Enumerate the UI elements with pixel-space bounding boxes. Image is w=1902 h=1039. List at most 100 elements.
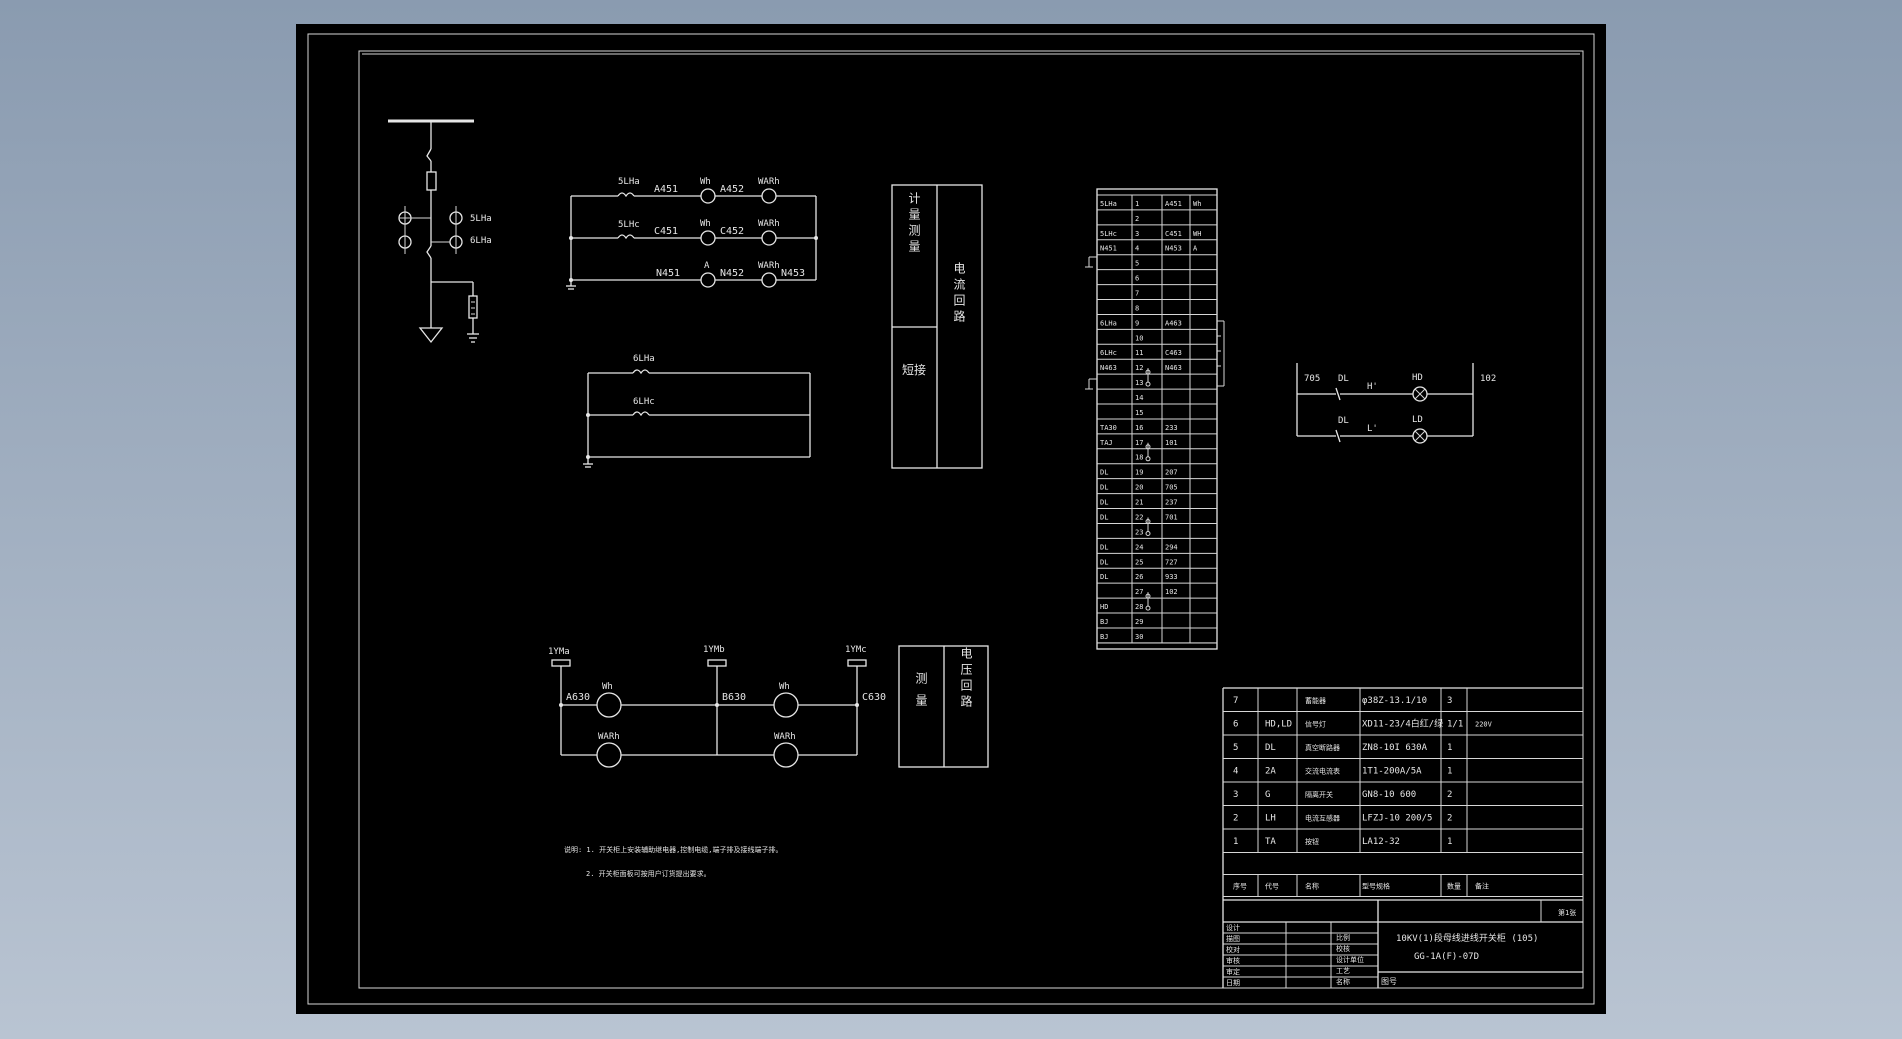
inner-frame <box>358 50 1584 989</box>
terminal-cell: 933 <box>1165 573 1178 581</box>
bom-cell: TA <box>1265 837 1276 847</box>
title-block-label: 描图 <box>1226 934 1240 943</box>
bom-row: 7 蓄能器 φ38Z-13.1/10 3 <box>1233 696 1452 706</box>
terminal-cell: 5 <box>1135 260 1139 268</box>
terminal-cell: DL <box>1100 499 1108 507</box>
bus-1ymc: 1YMc <box>845 645 867 655</box>
bom-cell: 7 <box>1233 696 1238 706</box>
terminal-cell: 28 <box>1135 603 1143 611</box>
terminal-row: 23 <box>1135 528 1143 536</box>
sheet-number: 第1张 <box>1558 908 1576 917</box>
wire-a451: A451 <box>654 184 678 195</box>
terminal-cell: A <box>1193 245 1198 253</box>
bom-cell: 1 <box>1233 837 1238 847</box>
terminal-row: 14 <box>1135 394 1143 402</box>
terminal-cell: DL <box>1100 469 1108 477</box>
note-line-1: 说明: 1. 开关柜上安装辅助继电器,控制电缆,端子排及接线端子排。 <box>564 845 783 854</box>
title-block-label: 比例 <box>1336 933 1350 942</box>
bom-cell: 型号规格 <box>1362 882 1390 891</box>
terminal-row: 7 <box>1135 290 1139 298</box>
bom-cell: φ38Z-13.1/10 <box>1362 696 1427 706</box>
one-line-diagram: 5LHa 6LHa <box>388 119 492 344</box>
voltage-circuit: 1YMa 1YMb 1YMc A630 B630 C630 Wh Wh WARh… <box>548 645 886 768</box>
terminal-cell: WH <box>1193 230 1201 238</box>
bom-cell: 1 <box>1447 766 1452 776</box>
meter-warh-2: WARh <box>758 219 780 229</box>
terminal-cell: TAJ <box>1100 439 1113 447</box>
bom-cell: 1/1 <box>1447 719 1463 729</box>
bom-cell: 2A <box>1265 766 1276 776</box>
terminal-row: 5 <box>1135 260 1139 268</box>
wire-102: 102 <box>1480 374 1496 384</box>
wire-a630: A630 <box>566 692 590 703</box>
bom-cell: 3 <box>1447 696 1452 706</box>
panel-title-voltage: 电压回路 <box>959 647 973 711</box>
terminal-row: DL 26 933 <box>1100 573 1178 581</box>
terminal-cell: 18 <box>1135 454 1143 462</box>
terminal-cell: 207 <box>1165 469 1178 477</box>
bom-cell: HD,LD <box>1265 719 1292 729</box>
terminal-cell: 7 <box>1135 290 1139 298</box>
terminal-cell: 27 <box>1135 588 1143 596</box>
wire-b630: B630 <box>722 692 746 703</box>
terminal-cell: 233 <box>1165 424 1178 432</box>
terminal-cell: 6LHa <box>1100 319 1117 327</box>
ct-label-6lha: 6LHa <box>633 354 655 364</box>
terminal-cell: 4 <box>1135 245 1139 253</box>
terminal-cell: C463 <box>1165 349 1182 357</box>
terminal-cell: DL <box>1100 573 1108 581</box>
bom-cell: LH <box>1265 813 1276 823</box>
wire-n453: N453 <box>781 268 805 279</box>
terminal-row: 6 <box>1135 275 1139 283</box>
mark-l: L' <box>1367 424 1378 434</box>
protection-ct-circuit: 6LHa 6LHc <box>583 354 811 468</box>
drawing-no-label: 图号 <box>1381 977 1397 986</box>
terminal-cell: TA30 <box>1100 424 1117 432</box>
vmeter-wh-1: Wh <box>602 682 613 692</box>
title-block-label: 校对 <box>1226 945 1240 954</box>
panel-title-current: 电流回路 <box>952 262 966 326</box>
bom-cell: 4 <box>1233 766 1238 776</box>
terminal-cell: 30 <box>1135 633 1143 641</box>
title-block-label: 设计单位 <box>1336 955 1364 964</box>
terminal-row: 27 102 <box>1135 588 1178 596</box>
bom-cell: 序号 <box>1233 882 1247 891</box>
terminal-cell: A463 <box>1165 319 1182 327</box>
terminal-cell: 705 <box>1165 484 1178 492</box>
terminal-cell: C451 <box>1165 230 1182 238</box>
signal-lamp-circuit: 705 102 DL DL H' L' HD LD <box>1296 363 1496 444</box>
terminal-cell: 23 <box>1135 528 1143 536</box>
mark-h: H' <box>1367 382 1378 392</box>
terminal-cell: 102 <box>1165 588 1178 596</box>
bom-header-row: 序号代号名称型号规格数量备注 <box>1233 882 1489 891</box>
bom-cell: 2 <box>1233 813 1238 823</box>
wire-c630: C630 <box>862 692 886 703</box>
meter-warh-1: WARh <box>758 177 780 187</box>
terminal-cell: 26 <box>1135 573 1143 581</box>
terminal-cell: 15 <box>1135 409 1143 417</box>
bom-cell: 备注 <box>1475 882 1489 891</box>
bom-cell: 3 <box>1233 790 1238 800</box>
terminal-cell: A451 <box>1165 200 1182 208</box>
wire-c451: C451 <box>654 226 678 237</box>
one-line-label-1: 5LHa <box>470 214 492 224</box>
meter-wh-1: Wh <box>700 177 711 187</box>
bom-cell: 6 <box>1233 719 1238 729</box>
terminal-cell: BJ <box>1100 618 1108 626</box>
bom-cell: 蓄能器 <box>1305 696 1326 705</box>
